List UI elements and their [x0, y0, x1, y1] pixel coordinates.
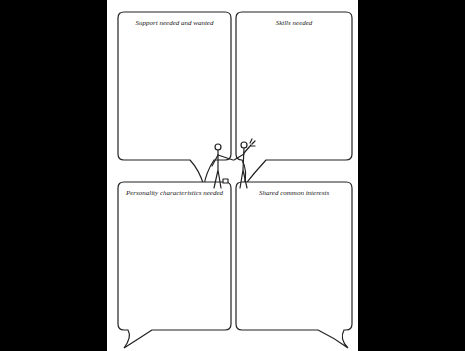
box-heading: Skills needed	[240, 19, 348, 27]
speech-bubble: Support needed and wanted	[118, 12, 231, 186]
bubble-shape	[236, 12, 352, 186]
bubble-shape	[236, 182, 352, 348]
bubble-outline	[118, 12, 231, 186]
bubble-outline	[236, 12, 352, 186]
speech-bubble: Skills needed	[236, 12, 352, 186]
bubble-shape	[118, 182, 231, 348]
speech-bubble: Shared common interests	[236, 182, 352, 348]
box-heading: Shared common interests	[240, 189, 348, 197]
box-heading: Personality characteristics needed	[122, 189, 227, 197]
bubble-outline	[118, 182, 231, 348]
box-heading: Support needed and wanted	[122, 19, 227, 27]
bubble-shape	[118, 12, 231, 186]
bubble-outline	[236, 182, 352, 348]
speech-bubble: Personality characteristics needed	[118, 182, 231, 348]
